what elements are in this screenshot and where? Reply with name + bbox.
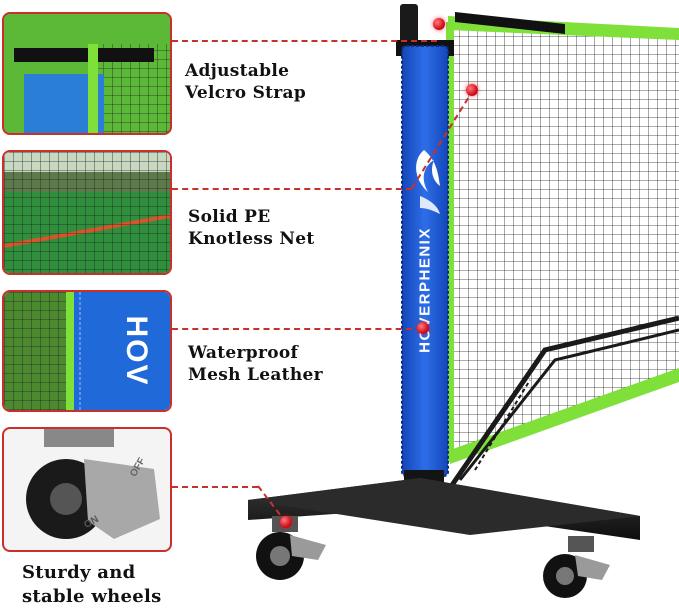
wheel-photo [26, 429, 160, 539]
mesh-leather-thumbnail [2, 290, 172, 412]
support-frame [447, 315, 679, 490]
velcro-strap-thumbnail [2, 12, 172, 135]
marker-dot-leather [417, 322, 429, 334]
feature-label-wheels: Sturdy and stable wheels [22, 561, 162, 609]
net-panel [446, 12, 679, 464]
leader-line-net [172, 188, 412, 190]
feature-label-net: Solid PE Knotless Net [188, 206, 314, 250]
wheel-back [543, 536, 610, 598]
post-brand-text: HOVERPHENIX [416, 227, 434, 353]
marker-dot-velcro [433, 18, 445, 30]
leader-line-wheels [172, 486, 258, 488]
leader-line-velcro [172, 40, 437, 42]
leader-line-leather [172, 328, 422, 330]
feature-line: Knotless Net [188, 229, 315, 249]
knotless-net-photo [4, 152, 170, 273]
marker-dot-net [466, 84, 478, 96]
wheel-thumbnail [2, 427, 172, 552]
feature-label-velcro: Adjustable Velcro Strap [185, 60, 306, 104]
feature-line: Solid PE [188, 207, 271, 227]
velcro-strap-photo [4, 14, 170, 133]
feature-line: Velcro Strap [185, 83, 307, 103]
feature-line: Adjustable [185, 61, 290, 81]
feature-line: Sturdy and [22, 562, 136, 583]
mesh-leather-photo [4, 292, 170, 410]
feature-label-leather: Waterproof Mesh Leather [188, 342, 323, 386]
feature-line: Waterproof [188, 343, 299, 363]
feature-line: Mesh Leather [188, 365, 323, 385]
base-stand [248, 478, 640, 540]
marker-dot-wheels [280, 516, 292, 528]
wheel-front [256, 516, 326, 580]
feature-line: stable wheels [22, 586, 162, 607]
knotless-net-thumbnail [2, 150, 172, 275]
thumb-logo-text: HOV [120, 315, 153, 387]
